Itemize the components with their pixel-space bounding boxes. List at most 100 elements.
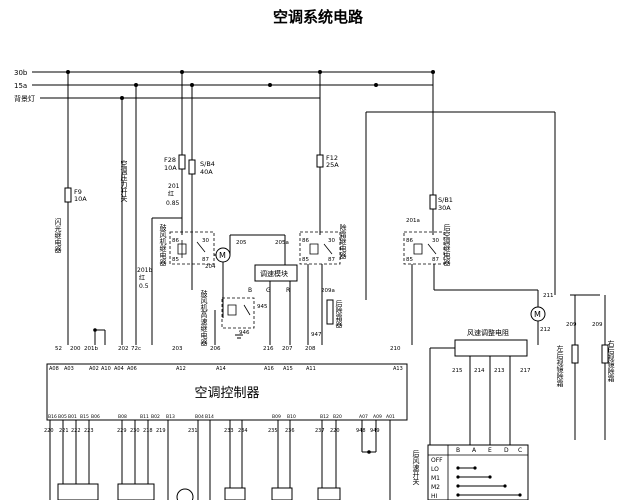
defrost-relay bbox=[299, 231, 341, 265]
svg-text:B: B bbox=[456, 447, 460, 454]
speed-module bbox=[254, 264, 298, 282]
fuse-f12: F12 bbox=[326, 154, 338, 162]
svg-text:87: 87 bbox=[432, 257, 439, 263]
svg-text:A12: A12 bbox=[176, 366, 186, 372]
svg-text:B20: B20 bbox=[333, 414, 342, 420]
svg-text:E: E bbox=[488, 447, 492, 454]
svg-text:86: 86 bbox=[172, 238, 179, 244]
controller-bottom-pins: B16 B05 B01 B15 B06 B08 B11 B02 B13 B04 … bbox=[48, 414, 395, 420]
svg-text:G: G bbox=[266, 287, 271, 294]
blower-relay bbox=[169, 231, 215, 265]
svg-text:214: 214 bbox=[474, 368, 485, 374]
rail-15a-label: 15a bbox=[14, 82, 27, 90]
blower-high-relay bbox=[221, 297, 255, 329]
svg-text:210: 210 bbox=[390, 346, 401, 352]
svg-text:205a: 205a bbox=[275, 240, 289, 246]
svg-text:207: 207 bbox=[282, 346, 293, 352]
svg-text:208: 208 bbox=[305, 346, 316, 352]
wire-201-color: 红 bbox=[168, 190, 174, 198]
fuse-f9: F9 bbox=[74, 188, 82, 196]
svg-text:A03: A03 bbox=[64, 366, 74, 372]
svg-text:947: 947 bbox=[311, 332, 322, 338]
fuse-sb1: S/B1 bbox=[438, 196, 453, 204]
svg-text:A: A bbox=[472, 447, 477, 454]
controller-top-pins: A08 A03 A02 A10 A04 A06 A12 A14 A16 A15 … bbox=[49, 366, 403, 372]
svg-text:A06: A06 bbox=[127, 366, 137, 372]
svg-text:B13: B13 bbox=[166, 414, 175, 420]
svg-text:206: 206 bbox=[210, 346, 221, 352]
svg-text:211: 211 bbox=[543, 293, 554, 299]
svg-text:85: 85 bbox=[302, 257, 309, 263]
svg-text:C: C bbox=[518, 447, 522, 454]
svg-text:52: 52 bbox=[55, 346, 62, 352]
blower-motor-icon: M bbox=[219, 251, 226, 260]
svg-text:B06: B06 bbox=[91, 414, 100, 420]
svg-text:B14: B14 bbox=[205, 414, 214, 420]
rail-backlight-label: 背景灯 bbox=[14, 94, 35, 103]
rear-blower-motor-icon: M bbox=[534, 310, 541, 319]
svg-text:A11: A11 bbox=[306, 366, 316, 372]
svg-text:86: 86 bbox=[406, 238, 413, 244]
power-rails: 30b 15a 背景灯 bbox=[14, 69, 435, 103]
pressure-switch-label: 空调压力开关 bbox=[120, 159, 128, 203]
svg-text:201b: 201b bbox=[84, 346, 98, 352]
svg-text:A10: A10 bbox=[101, 366, 111, 372]
svg-text:234: 234 bbox=[238, 428, 248, 434]
svg-text:B: B bbox=[248, 287, 252, 294]
svg-text:213: 213 bbox=[494, 368, 505, 374]
svg-text:A01: A01 bbox=[386, 414, 395, 420]
svg-text:A09: A09 bbox=[373, 414, 382, 420]
blower-relay-label: 鼓风机继电器 bbox=[159, 223, 167, 267]
svg-text:A04: A04 bbox=[114, 366, 124, 372]
svg-text:B12: B12 bbox=[320, 414, 329, 420]
svg-text:215: 215 bbox=[452, 368, 463, 374]
svg-text:235: 235 bbox=[268, 428, 278, 434]
svg-text:A08: A08 bbox=[49, 366, 59, 372]
rear-fan-switch-label: 后风速开关 bbox=[412, 449, 420, 486]
rear-defroster-label: 后除霜器 bbox=[335, 299, 343, 329]
svg-text:HI: HI bbox=[431, 493, 438, 500]
svg-text:209a: 209a bbox=[321, 288, 335, 294]
svg-text:30: 30 bbox=[328, 238, 335, 244]
fuse-f28-value: 10A bbox=[164, 164, 177, 172]
fuse-sb4: S/B4 bbox=[200, 160, 215, 168]
svg-text:209: 209 bbox=[592, 322, 603, 328]
svg-text:B11: B11 bbox=[140, 414, 149, 420]
svg-text:86: 86 bbox=[302, 238, 309, 244]
svg-text:220: 220 bbox=[330, 428, 340, 434]
svg-text:72c: 72c bbox=[131, 346, 141, 352]
svg-text:85: 85 bbox=[406, 257, 413, 263]
svg-text:203: 203 bbox=[172, 346, 183, 352]
svg-text:A16: A16 bbox=[264, 366, 274, 372]
svg-text:231: 231 bbox=[188, 428, 198, 434]
svg-text:204: 204 bbox=[205, 264, 216, 270]
svg-text:B04: B04 bbox=[195, 414, 204, 420]
rear-fan-switch-table: B A E D C OFF LO M1 M2 HI bbox=[427, 444, 529, 500]
svg-text:212: 212 bbox=[540, 327, 551, 333]
blower-high-relay-label: 鼓风机高速继电器 bbox=[200, 289, 208, 347]
svg-text:LO: LO bbox=[431, 466, 439, 473]
wire-201-size: 0.85 bbox=[166, 200, 180, 207]
svg-text:237: 237 bbox=[315, 428, 325, 434]
svg-text:205: 205 bbox=[236, 240, 247, 246]
svg-text:87: 87 bbox=[328, 257, 335, 263]
svg-text:M2: M2 bbox=[431, 484, 440, 491]
svg-text:B09: B09 bbox=[272, 414, 281, 420]
svg-text:221: 221 bbox=[59, 428, 69, 434]
rear-defroster bbox=[326, 299, 334, 325]
fuse-sb1-value: 30A bbox=[438, 204, 451, 212]
svg-text:85: 85 bbox=[172, 257, 179, 263]
svg-text:87: 87 bbox=[202, 257, 209, 263]
svg-text:945: 945 bbox=[257, 304, 268, 310]
svg-text:B16: B16 bbox=[48, 414, 57, 420]
svg-text:200: 200 bbox=[70, 346, 81, 352]
svg-text:A14: A14 bbox=[216, 366, 226, 372]
svg-text:B05: B05 bbox=[58, 414, 67, 420]
rear-ac-relay bbox=[403, 231, 445, 265]
svg-text:219: 219 bbox=[156, 428, 166, 434]
svg-text:216: 216 bbox=[263, 346, 274, 352]
wire-201b-color: 红 bbox=[139, 274, 145, 282]
lower-connectors bbox=[49, 420, 391, 500]
svg-text:A15: A15 bbox=[283, 366, 293, 372]
